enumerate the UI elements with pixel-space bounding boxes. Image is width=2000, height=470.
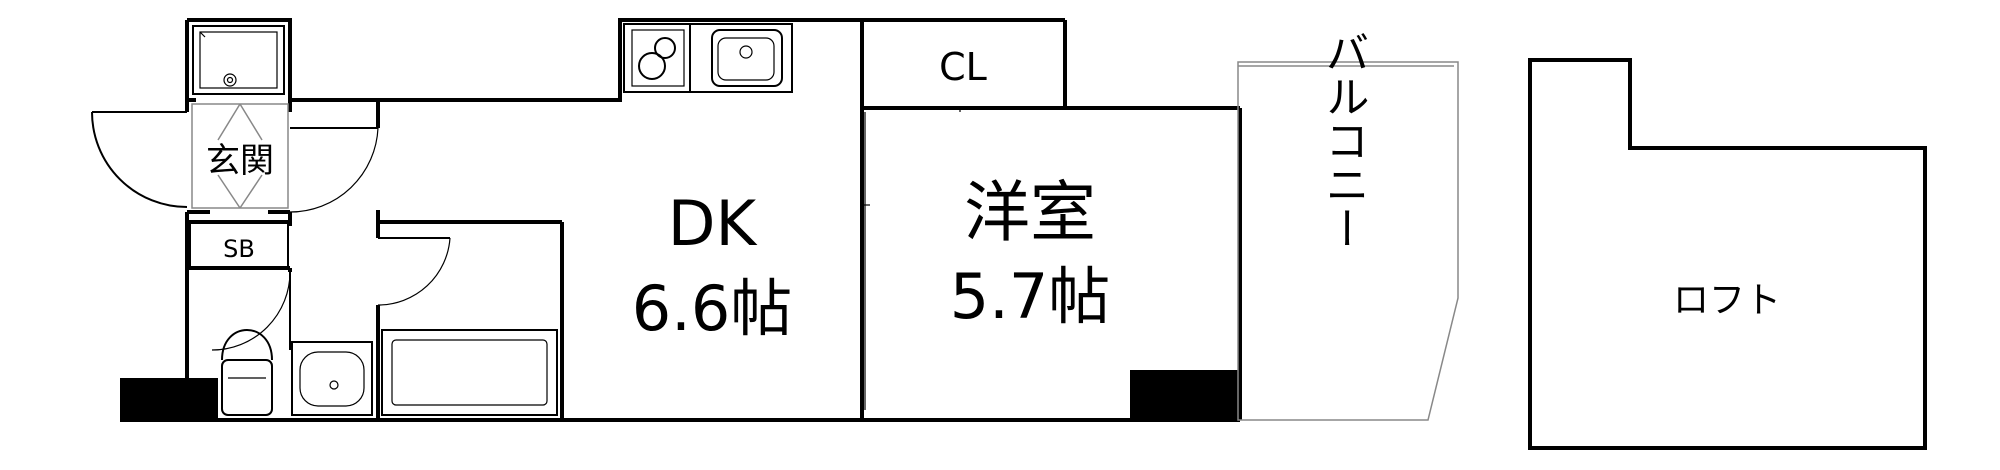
balcony: [1237, 61, 1459, 421]
entrance-area: [91, 103, 379, 213]
shoe-box-label: SB: [223, 235, 255, 263]
kitchen-counter: [623, 23, 793, 93]
pillar-right: [1130, 370, 1238, 420]
outer-walls: [120, 18, 1242, 422]
entrance-label: 玄関: [206, 141, 274, 181]
loft-label: ロフト: [1673, 280, 1781, 321]
dk-room-size: 6.6帖: [632, 272, 793, 345]
washing-machine-space: [192, 25, 285, 95]
closet-label: CL: [939, 45, 987, 89]
loft-outline: [1528, 58, 1927, 450]
western-room-name: 洋室: [964, 174, 1096, 251]
western-room-size: 5.7帖: [950, 260, 1111, 333]
dk-room-name: DK: [668, 187, 758, 260]
toilet-washroom: [211, 271, 373, 416]
pillar-left: [120, 378, 218, 420]
balcony-label: バルコニー: [1318, 30, 1369, 250]
bathroom: [377, 237, 558, 416]
sliding-door-dk-western: [860, 108, 961, 410]
shoe-box: [189, 221, 289, 269]
